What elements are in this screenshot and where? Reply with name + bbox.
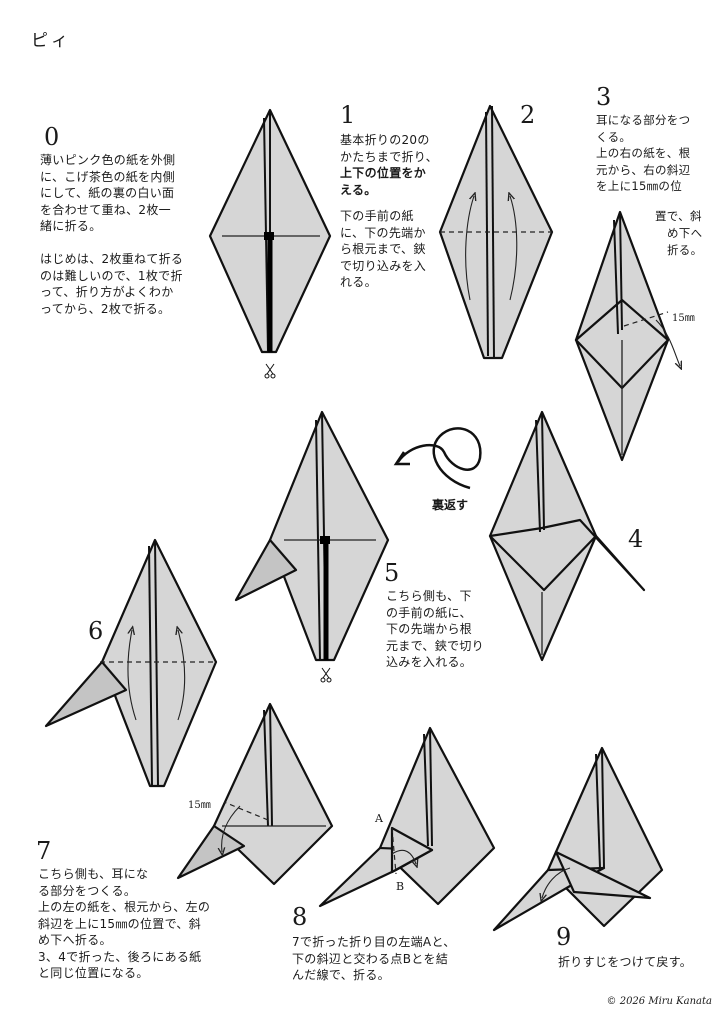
step-7-measure-label: 15㎜ [188,800,211,811]
step-9-flap [554,850,652,900]
flip-label: 裏返す [432,498,469,512]
step-7-paper [212,702,334,886]
step-3-number: 3 [596,83,612,111]
step-1-text: 基本折りの20のかたちまで折り、 上下の位置をかえる。 下の手前の紙に、下の先端… [340,133,438,289]
step-6-diagram [44,538,218,788]
step-7-number: 7 [36,837,52,865]
step-9-number: 9 [556,923,572,951]
copyright: © 2026 Miru Kanata [606,996,712,1007]
flip-arrow-icon [393,427,482,490]
step-5-text: こちら側も、下の手前の紙に、下の先端から根元まで、鋏で切り込みを入れる。 [386,589,484,669]
step-7-text: こちら側も、耳になる部分をつくる。上の左の紙を、根元から、左の斜辺を上に15㎜の… [38,867,211,980]
step-6-paper [100,538,218,788]
step-3-text: 耳になる部分をつくる。上の右の紙を、根元から、右の斜辺を上に15㎜の位 [596,113,691,193]
step-1-number: 1 [340,101,356,129]
step-9-paper [546,746,664,928]
step-0-number: 0 [44,123,60,151]
step-3-text-right: 置で、斜め下へ折る。 [655,209,703,257]
step-5-diagram [234,410,390,683]
scissors-icon [264,363,276,379]
scissors-icon [320,667,332,683]
step-9-text: 折りすじをつけて戻す。 [558,955,693,969]
step-4-number: 4 [628,525,644,553]
step-8-text: 7で折った折り目の左端Aと、下の斜辺と交わる点Bとを結んだ線で、折る。 [292,935,456,982]
step-1-diagram [208,108,332,379]
point-a-label: A [375,812,383,825]
step-2-number: 2 [520,101,536,129]
step-8-paper [378,726,496,906]
step-3-diagram [574,210,680,462]
step-9-diagram [492,746,664,932]
step-0-text: 薄いピンク色の紙を外側に、こげ茶色の紙を内側にして、紙の裏の白い面を合わせて重ね… [40,153,184,316]
step-3-measure-label: 15㎜ [672,313,695,324]
step-8-number: 8 [292,903,308,931]
step-5-ear [234,538,298,602]
step-6-ear [44,660,128,728]
step-2-diagram [438,104,554,360]
step-4-ear [488,518,646,592]
point-b-label: B [396,880,405,893]
step-4-diagram [488,410,646,662]
step-6-number: 6 [88,617,104,645]
step-5-number: 5 [384,559,400,587]
step-7-diagram [176,702,334,886]
page-title: ピィ [31,31,71,51]
step-7-ear [176,824,246,880]
step-8-diagram [318,726,496,908]
